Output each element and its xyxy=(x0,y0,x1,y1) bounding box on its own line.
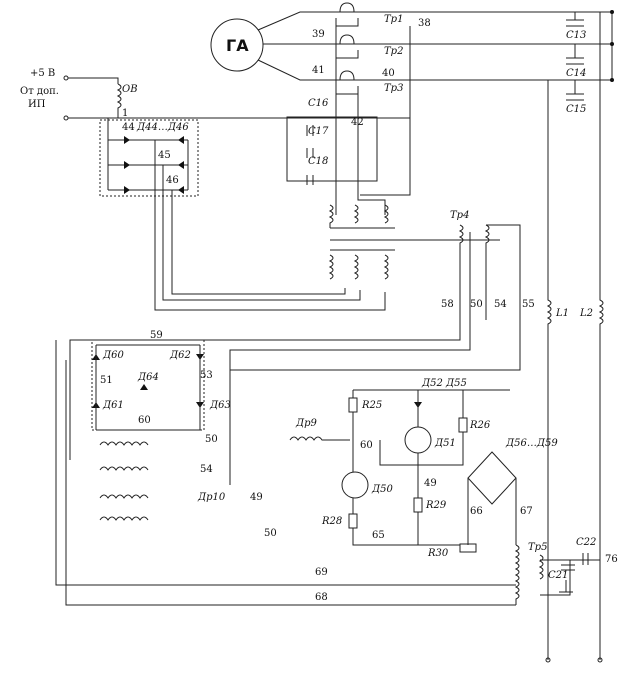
d44-46-label: Д44…Д46 xyxy=(136,122,189,133)
dr9-label: Др9 xyxy=(295,418,318,429)
node-39: 39 xyxy=(312,29,325,40)
transformer-tr1 xyxy=(335,2,359,27)
tr3-label: Тр3 xyxy=(384,83,403,94)
ov-label: ОВ xyxy=(122,84,138,95)
node-76: 76 xyxy=(605,554,618,565)
node-68: 68 xyxy=(315,592,328,603)
phase-line-a xyxy=(257,11,612,31)
node-50c: 50 xyxy=(264,528,277,539)
node-65: 65 xyxy=(372,530,385,541)
node-1: 1 xyxy=(122,108,128,119)
phase-line-c xyxy=(257,59,612,81)
node-58: 58 xyxy=(441,299,454,310)
generator-label: ГА xyxy=(226,36,249,55)
d51-label: Д51 xyxy=(434,438,456,449)
d50-label: Д50 xyxy=(371,484,393,495)
c22-label: С22 xyxy=(576,537,596,548)
r30-label: R30 xyxy=(427,548,449,559)
node-50b: 50 xyxy=(205,434,218,445)
d64-label: Д64 xyxy=(137,372,159,383)
capacitor-c15 xyxy=(566,80,584,101)
supply-source: От доп. xyxy=(20,86,59,97)
d60-label: Д60 xyxy=(102,350,124,361)
resistor-r28 xyxy=(348,513,358,529)
resistor-r26 xyxy=(458,417,468,433)
transformer-tr4-secondary xyxy=(484,224,490,320)
supply-unit: ИП xyxy=(28,99,46,110)
node-49: 49 xyxy=(250,492,263,503)
d52-55-label: Д52 Д55 xyxy=(421,378,467,389)
node-59: 59 xyxy=(150,330,163,341)
node-60b: 60 xyxy=(360,440,373,451)
node-69: 69 xyxy=(315,567,328,578)
inductor-l1 xyxy=(546,80,552,660)
node-60: 60 xyxy=(138,415,151,426)
d62-label: Д62 xyxy=(169,350,191,361)
d56-59-label: Д56…Д59 xyxy=(505,438,558,449)
node-53: 53 xyxy=(200,370,213,381)
d61-label: Д61 xyxy=(102,400,124,411)
resistor-r30 xyxy=(459,543,477,553)
tr1-label: Тр1 xyxy=(384,14,403,25)
choke-dr9 xyxy=(289,436,350,441)
supply-wire-plus xyxy=(68,77,119,84)
thyristor-d50 xyxy=(341,471,369,499)
r26-label: R26 xyxy=(469,420,491,431)
transformer-tr5-primary xyxy=(514,544,520,605)
capacitor-bank-c16-c18 xyxy=(286,116,378,182)
diode-block-d44-d46 xyxy=(99,119,199,197)
tr2-label: Тр2 xyxy=(384,46,403,57)
node-41: 41 xyxy=(312,65,325,76)
c15-label: С15 xyxy=(566,104,586,115)
capacitor-c14 xyxy=(566,44,584,65)
node-40: 40 xyxy=(382,68,395,79)
node-50: 50 xyxy=(470,299,483,310)
node-42: 42 xyxy=(351,117,364,128)
generator-symbol xyxy=(210,18,264,72)
l1-label: L1 xyxy=(555,308,569,319)
inductor-l2 xyxy=(598,12,604,660)
capacitor-c13 xyxy=(566,12,584,27)
transformer-tr2 xyxy=(335,34,359,59)
resistor-r25 xyxy=(348,397,358,413)
r25-label: R25 xyxy=(361,400,382,411)
transformer-tr4-primary xyxy=(458,224,464,300)
node-55: 55 xyxy=(522,299,535,310)
node-46: 46 xyxy=(166,175,179,186)
c14-label: С14 xyxy=(566,68,586,79)
node-54: 54 xyxy=(494,299,507,310)
c17-label: С17 xyxy=(308,126,329,137)
node-49b: 49 xyxy=(424,478,437,489)
node-66: 66 xyxy=(470,506,483,517)
transformer-tr3 xyxy=(335,70,359,95)
tr5-label: Тр5 xyxy=(528,542,547,553)
tr4-label: Тр4 xyxy=(450,210,469,221)
c21-label: С21 xyxy=(548,570,568,581)
c18-label: С18 xyxy=(308,156,328,167)
d63-label: Д63 xyxy=(209,400,231,411)
r28-label: R28 xyxy=(321,516,342,527)
thyristor-d51 xyxy=(404,426,432,454)
diode-bridge-d56-d59 xyxy=(467,451,517,505)
node-45: 45 xyxy=(158,150,171,161)
node-54b: 54 xyxy=(200,464,213,475)
c16-label: С16 xyxy=(308,98,329,109)
node-38: 38 xyxy=(418,18,431,29)
node-44: 44 xyxy=(122,122,135,133)
field-winding-ov xyxy=(116,83,122,118)
transformer-tr5-secondary xyxy=(538,554,544,580)
c13-label: С13 xyxy=(566,30,586,41)
l2-label: L2 xyxy=(579,308,593,319)
dr10-label: Др10 xyxy=(197,492,226,503)
r29-label: R29 xyxy=(425,500,447,511)
supply-voltage: +5 В xyxy=(30,68,55,79)
resistor-r29 xyxy=(413,497,423,513)
node-67: 67 xyxy=(520,506,533,517)
node-51: 51 xyxy=(100,375,113,386)
